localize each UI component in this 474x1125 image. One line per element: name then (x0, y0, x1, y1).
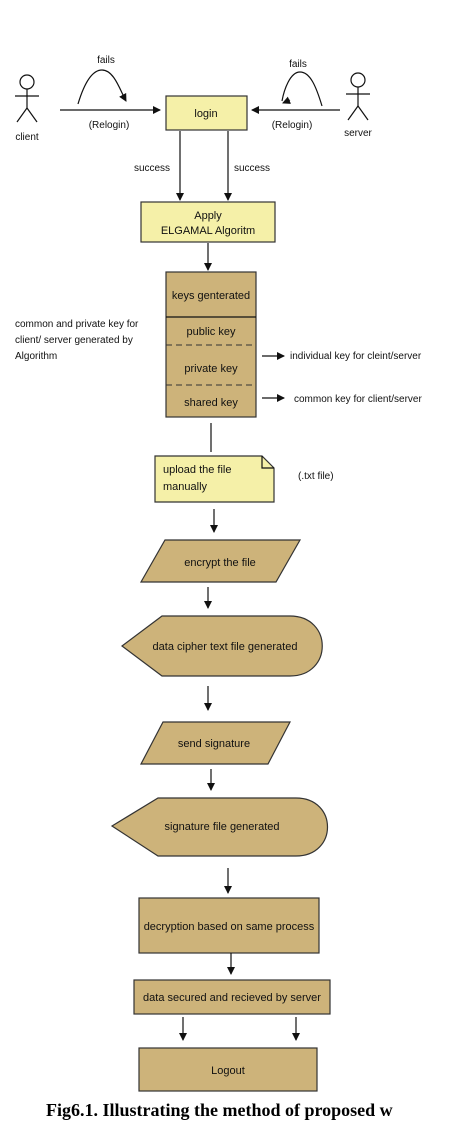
upload-document-box (154, 455, 275, 503)
send-signature-label: send signature (178, 738, 250, 750)
decryption-box (138, 897, 320, 954)
encrypt-file-box (139, 539, 302, 583)
send-signature-box (140, 721, 291, 765)
client-fails-label: fails (97, 55, 115, 66)
server-fails-arrowhead (282, 96, 292, 104)
success-label-right: success (234, 163, 270, 174)
shared-key-label: shared key (184, 397, 238, 409)
logout-box (138, 1047, 318, 1092)
keys-generated-label: keys genterated (172, 290, 250, 302)
elgamal-label: ELGAMAL Algoritm (161, 225, 255, 237)
server-relogin-label: (Relogin) (272, 120, 313, 131)
private-key-label: private key (184, 363, 238, 375)
document-fold-icon (261, 456, 274, 469)
common-private-annotation-3: Algorithm (15, 351, 57, 362)
server-label: server (344, 128, 372, 139)
client-fails-loop (77, 69, 127, 105)
public-key-label: public key (187, 326, 236, 338)
txt-file-annotation: (.txt file) (298, 471, 334, 482)
common-private-annotation-1: common and private key for (15, 319, 139, 330)
server-fails-label: fails (289, 59, 307, 70)
upload-label-2: manually (163, 481, 208, 493)
signature-file-box (110, 797, 329, 857)
server-fails-loop (281, 71, 323, 107)
common-private-annotation-2: client/ server generated by (15, 335, 133, 346)
secured-box (133, 979, 331, 1015)
common-key-annotation: common key for client/server (294, 394, 422, 405)
apply-elgamal-box (140, 201, 276, 243)
login-box (165, 95, 248, 131)
cipher-label: data cipher text file generated (153, 641, 298, 653)
individual-key-annotation: individual key for cleint/server (290, 351, 422, 362)
client-relogin-label: (Relogin) (89, 120, 130, 131)
logout-label: Logout (211, 1065, 245, 1077)
login-label: login (194, 108, 217, 120)
client-actor-icon (15, 74, 39, 123)
encrypt-label: encrypt the file (184, 557, 256, 569)
upload-label-1: upload the file (163, 464, 232, 476)
secured-label: data secured and recieved by server (143, 992, 321, 1004)
signature-file-label: signature file generated (165, 821, 280, 833)
figure-caption: Fig6.1. Illustrating the method of propo… (46, 1100, 393, 1120)
decryption-label: decryption based on same process (144, 921, 315, 933)
cipher-text-box (121, 615, 323, 677)
success-label-left: success (134, 163, 170, 174)
client-label: client (15, 132, 39, 143)
server-actor-icon (346, 72, 370, 121)
apply-label: Apply (194, 210, 222, 222)
